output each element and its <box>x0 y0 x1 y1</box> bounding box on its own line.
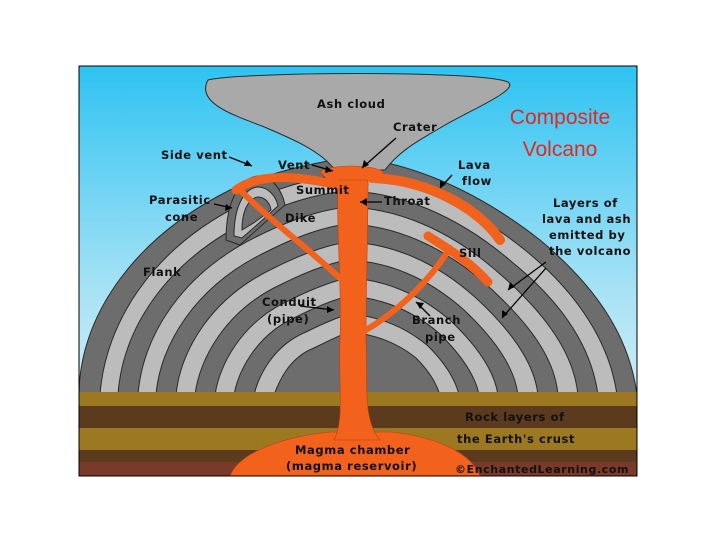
label-layers-4: the volcano <box>549 244 631 258</box>
label-layers-2: lava and ash <box>542 212 631 226</box>
label-summit: Summit <box>296 183 349 197</box>
diagram-title-line-1: Composite <box>510 106 610 129</box>
label-dike: Dike <box>285 211 316 225</box>
diagram-title-line-2: Volcano <box>523 138 598 161</box>
label-branch-pipe-2: pipe <box>425 330 456 344</box>
copyright-text: ©EnchantedLearning.com <box>455 463 629 476</box>
label-crater: Crater <box>393 120 437 134</box>
label-vent: Vent <box>278 158 310 172</box>
label-side-vent: Side vent <box>161 148 228 162</box>
label-throat: Throat <box>384 194 430 208</box>
label-conduit-2: (pipe) <box>267 312 309 326</box>
label-layers-1: Layers of <box>553 196 618 210</box>
label-magma-chamber-1: Magma chamber <box>295 443 410 457</box>
label-magma-chamber-2: (magma reservoir) <box>286 459 417 473</box>
label-lava-flow-1: Lava <box>458 158 491 172</box>
label-flank: Flank <box>143 265 181 279</box>
label-rock-layers-1: Rock layers of <box>465 410 565 424</box>
label-branch-pipe-1: Branch <box>412 313 461 327</box>
label-layers-3: emitted by <box>549 228 625 242</box>
label-ash-cloud: Ash cloud <box>317 97 385 111</box>
label-rock-layers-2: the Earth's crust <box>457 432 575 446</box>
label-parasitic-cone-2: cone <box>165 210 198 224</box>
label-parasitic-cone-1: Parasitic <box>149 193 211 207</box>
label-lava-flow-2: flow <box>462 174 492 188</box>
label-sill: Sill <box>459 246 482 260</box>
